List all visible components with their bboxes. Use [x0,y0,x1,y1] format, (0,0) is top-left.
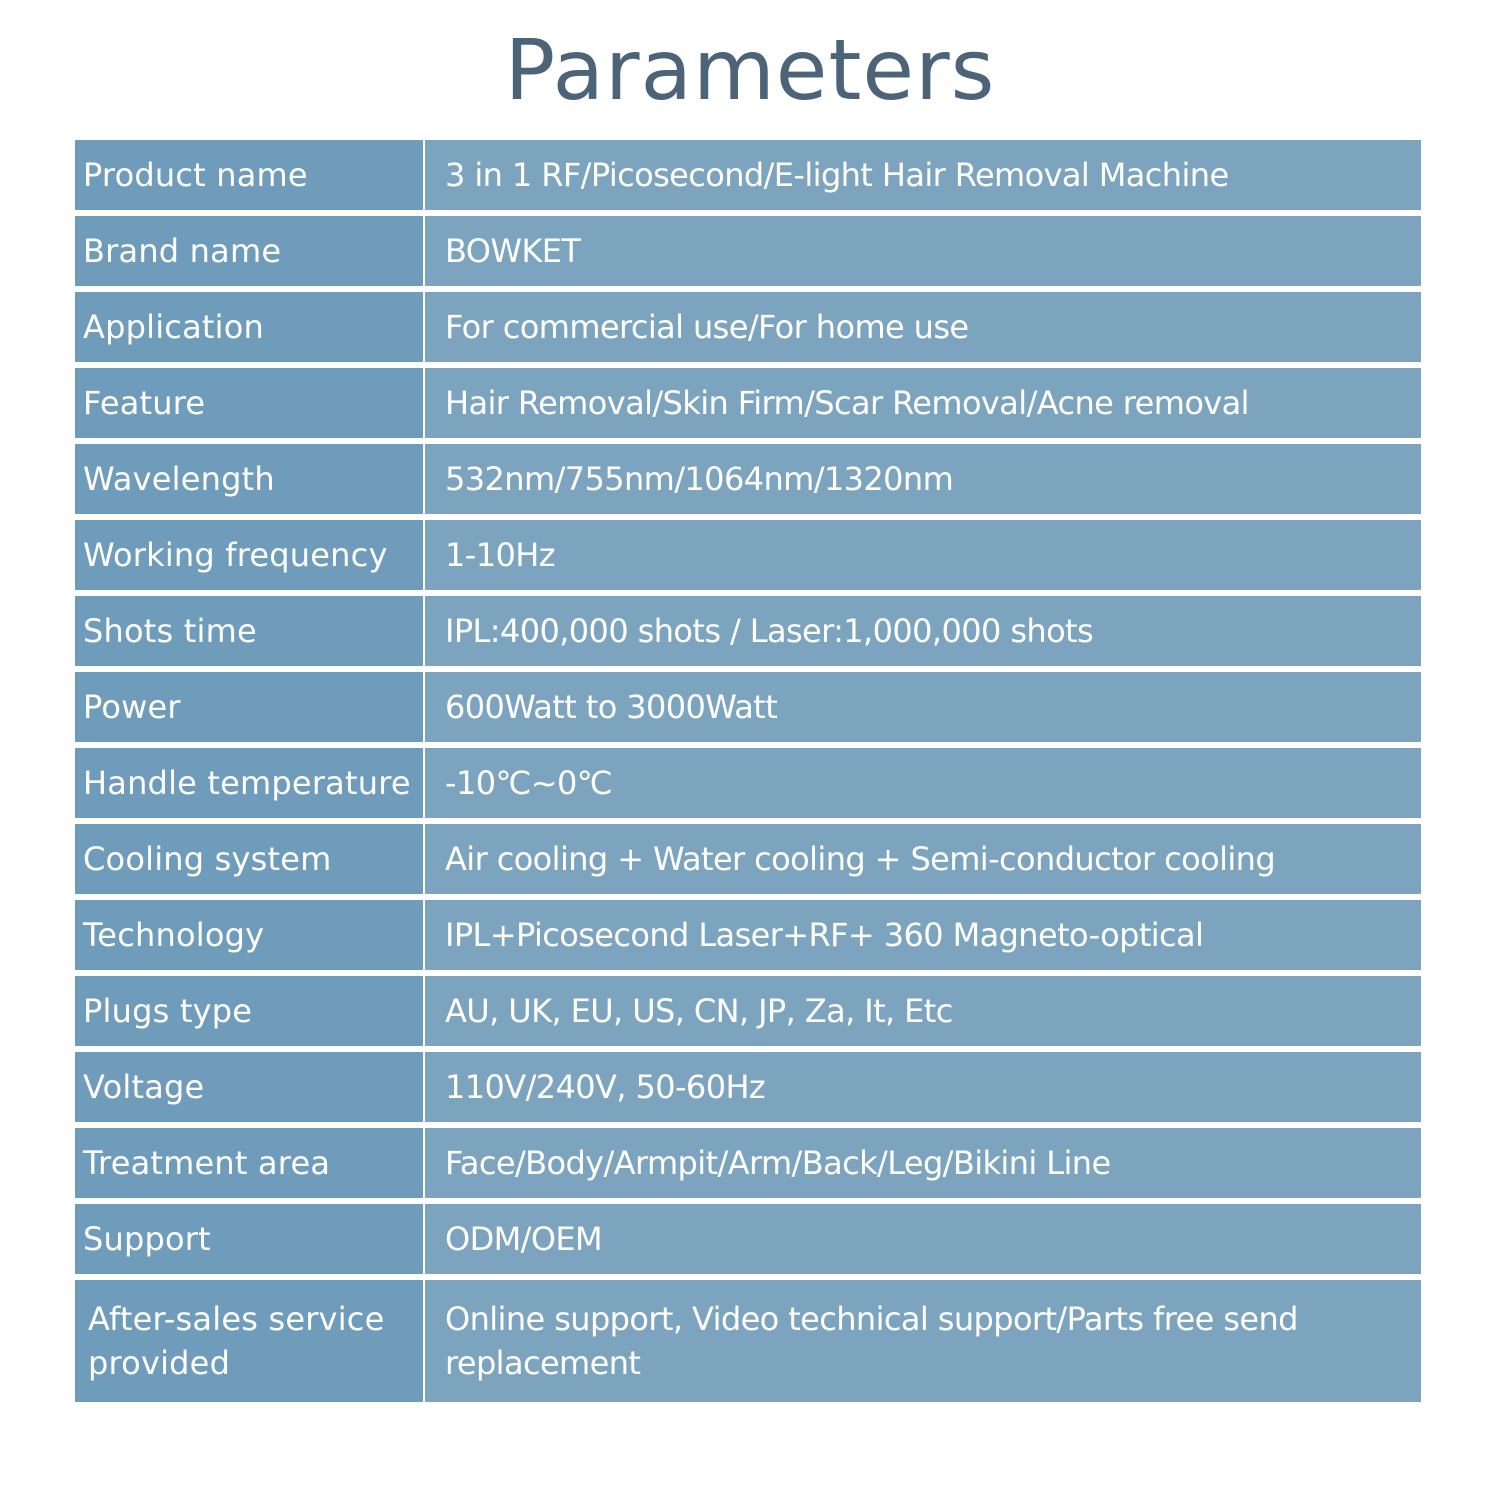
param-label: After-sales service provided [75,1280,425,1402]
param-value: 3 in 1 RF/Picosecond/E-light Hair Remova… [425,140,1421,210]
table-row: Treatment area Face/Body/Armpit/Arm/Back… [75,1128,1421,1198]
table-row: Handle temperature -10℃~0℃ [75,748,1421,818]
param-label: Product name [75,140,425,210]
param-label: Plugs type [75,976,425,1046]
param-label: Treatment area [75,1128,425,1198]
param-label: Handle temperature [75,748,425,818]
param-value: 1-10Hz [425,520,1421,590]
param-label: Voltage [75,1052,425,1122]
param-label: Shots time [75,596,425,666]
table-row: Plugs type AU, UK, EU, US, CN, JP, Za, I… [75,976,1421,1046]
param-value: 110V/240V, 50-60Hz [425,1052,1421,1122]
table-row: Feature Hair Removal/Skin Firm/Scar Remo… [75,368,1421,438]
param-label: Working frequency [75,520,425,590]
table-row: Voltage 110V/240V, 50-60Hz [75,1052,1421,1122]
table-row: Brand name BOWKET [75,216,1421,286]
param-label: Support [75,1204,425,1274]
param-label: Wavelength [75,444,425,514]
param-value: AU, UK, EU, US, CN, JP, Za, It, Etc [425,976,1421,1046]
table-row: Technology IPL+Picosecond Laser+RF+ 360 … [75,900,1421,970]
table-row: Wavelength 532nm/755nm/1064nm/1320nm [75,444,1421,514]
table-row: Cooling system Air cooling + Water cooli… [75,824,1421,894]
param-label: Power [75,672,425,742]
param-label: Feature [75,368,425,438]
param-value: 532nm/755nm/1064nm/1320nm [425,444,1421,514]
param-value: ODM/OEM [425,1204,1421,1274]
table-row: Support ODM/OEM [75,1204,1421,1274]
param-value: IPL:400,000 shots / Laser:1,000,000 shot… [425,596,1421,666]
table-row: Power 600Watt to 3000Watt [75,672,1421,742]
table-row: Shots time IPL:400,000 shots / Laser:1,0… [75,596,1421,666]
param-value: 600Watt to 3000Watt [425,672,1421,742]
param-value: -10℃~0℃ [425,748,1421,818]
page-title: Parameters [504,21,996,119]
param-label: Application [75,292,425,362]
parameters-table: Product name 3 in 1 RF/Picosecond/E-ligh… [75,140,1421,1402]
param-value: Online support, Video technical support/… [425,1280,1421,1402]
param-label: Technology [75,900,425,970]
param-value: IPL+Picosecond Laser+RF+ 360 Magneto-opt… [425,900,1421,970]
param-label: Brand name [75,216,425,286]
param-value: Hair Removal/Skin Firm/Scar Removal/Acne… [425,368,1421,438]
table-row: Working frequency 1-10Hz [75,520,1421,590]
table-row: Product name 3 in 1 RF/Picosecond/E-ligh… [75,140,1421,210]
table-row: After-sales service provided Online supp… [75,1280,1421,1402]
param-value: Air cooling + Water cooling + Semi-condu… [425,824,1421,894]
param-value: BOWKET [425,216,1421,286]
param-label: Cooling system [75,824,425,894]
param-value: Face/Body/Armpit/Arm/Back/Leg/Bikini Lin… [425,1128,1421,1198]
param-value: For commercial use/For home use [425,292,1421,362]
table-row: Application For commercial use/For home … [75,292,1421,362]
